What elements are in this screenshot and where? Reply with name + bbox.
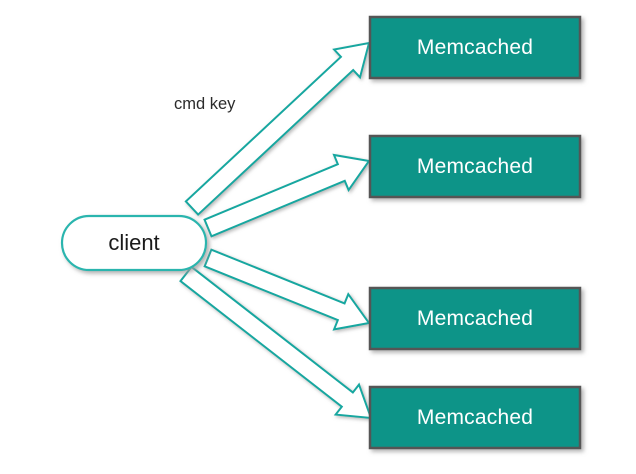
memcached-node-3[interactable]: [368, 286, 582, 351]
client-to-memcached-2: [203, 153, 371, 238]
arrows-group: [179, 41, 373, 420]
memcached-node-2[interactable]: [368, 134, 582, 199]
memcached-node-1[interactable]: [368, 15, 582, 80]
edge-label-cmd-key: cmd key: [174, 95, 236, 113]
client-node[interactable]: [60, 214, 208, 272]
client-to-memcached-1: [184, 41, 371, 216]
client-node-shape[interactable]: [60, 214, 208, 272]
client-to-memcached-4: [179, 265, 373, 420]
servers-group: [368, 15, 582, 450]
client-to-memcached-3: [203, 248, 371, 331]
memcached-node-4[interactable]: [368, 385, 582, 450]
